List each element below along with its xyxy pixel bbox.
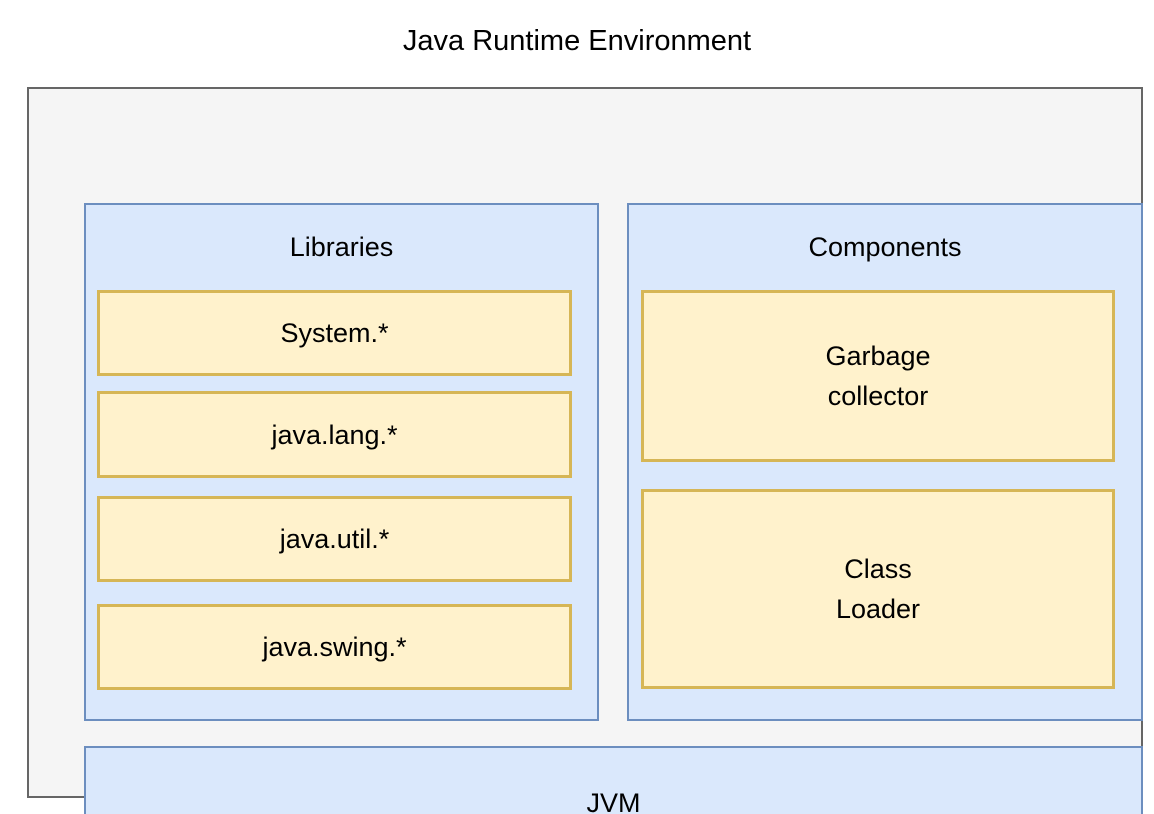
component-box-garbage-collector: Garbage collector: [641, 290, 1115, 462]
components-group-label: Components: [808, 232, 962, 262]
class-loader-line-1: Class: [844, 554, 912, 584]
diagram-title: Java Runtime Environment: [402, 25, 752, 57]
component-box-garbage-collector-label: Garbage collector: [825, 336, 930, 416]
garbage-collector-line-2: collector: [827, 381, 929, 411]
libraries-group: Libraries System.* java.lang.* java.util…: [84, 203, 599, 721]
library-box-java-swing: java.swing.*: [97, 604, 572, 690]
library-box-java-util-label: java.util.*: [279, 524, 390, 554]
library-box-java-util: java.util.*: [97, 496, 572, 582]
components-group: Components Garbage collector Class Loade…: [627, 203, 1143, 721]
garbage-collector-line-1: Garbage: [825, 341, 931, 371]
class-loader-line-2: Loader: [835, 594, 921, 624]
component-box-class-loader-label: Class Loader: [836, 549, 920, 629]
libraries-group-label: Libraries: [289, 232, 394, 262]
component-box-class-loader: Class Loader: [641, 489, 1115, 689]
library-box-java-lang: java.lang.*: [97, 391, 572, 478]
library-box-system: System.*: [97, 290, 572, 376]
library-box-java-swing-label: java.swing.*: [262, 632, 407, 662]
jvm-group: JVM: [84, 746, 1143, 814]
library-box-java-lang-label: java.lang.*: [271, 419, 398, 450]
jvm-group-label: JVM: [586, 788, 641, 814]
library-box-system-label: System.*: [280, 318, 389, 348]
jre-container: Libraries System.* java.lang.* java.util…: [27, 87, 1143, 814]
